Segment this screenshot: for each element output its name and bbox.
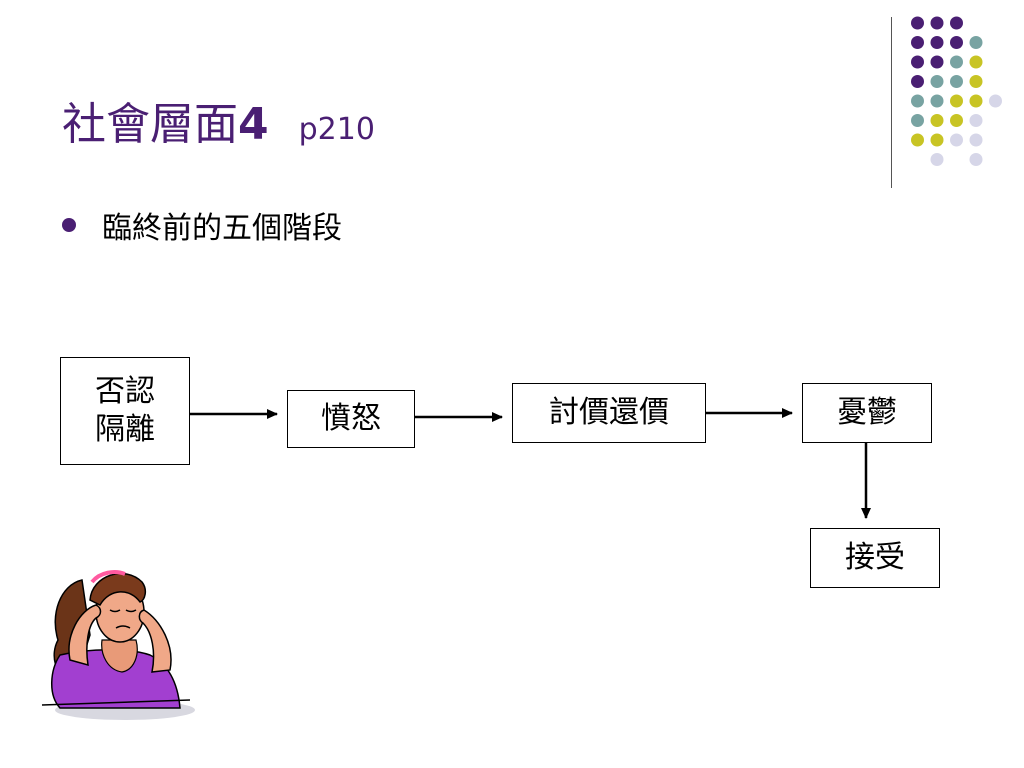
decorative-dot — [950, 75, 963, 88]
decorative-dot — [930, 94, 944, 108]
bullet-text: 臨終前的五個階段 — [102, 211, 342, 246]
decorative-dot — [969, 114, 983, 127]
stage-anger-box: 憤怒 — [287, 390, 415, 448]
stage-denial-line2: 隔離 — [95, 412, 155, 447]
decorative-dot — [911, 16, 924, 30]
stage-depression-label: 憂鬱 — [837, 394, 897, 430]
decorative-dot — [950, 55, 963, 69]
decorative-dot — [950, 133, 963, 147]
decorative-dot — [911, 133, 924, 147]
decorative-dot — [950, 114, 963, 127]
bullet-item: 臨終前的五個階段 — [62, 203, 342, 247]
decorative-dot — [989, 94, 1002, 108]
decorative-dot — [911, 75, 924, 88]
stage-anger-label: 憤怒 — [321, 400, 381, 436]
decorative-dot — [950, 36, 963, 49]
decorative-dot — [911, 94, 924, 108]
title-number: 4 — [238, 99, 269, 150]
decorative-dot — [930, 153, 944, 166]
decorative-dot — [930, 36, 944, 49]
decorative-dot — [930, 16, 944, 30]
decorative-dot — [969, 55, 983, 69]
stage-denial-box: 否認 隔離 — [60, 357, 190, 465]
stage-depression-box: 憂鬱 — [802, 383, 932, 443]
decorative-dot — [930, 55, 944, 69]
stage-acceptance-label: 接受 — [845, 539, 905, 575]
decorative-dot — [969, 153, 983, 166]
decorative-dot — [950, 94, 963, 108]
slide-title: 社會層面4 p210 — [62, 88, 375, 152]
decorative-dot — [969, 36, 983, 49]
decorative-dot — [950, 16, 963, 30]
stressed-woman-icon — [41, 570, 195, 720]
stage-bargaining-label: 討價還價 — [549, 394, 669, 430]
stage-bargaining-box: 討價還價 — [512, 383, 706, 443]
stage-acceptance-box: 接受 — [810, 528, 940, 588]
bullet-icon — [62, 218, 76, 232]
decorative-dot — [969, 75, 983, 88]
decorative-dot — [911, 36, 924, 49]
page-reference: p210 — [298, 112, 375, 147]
decorative-dot — [930, 75, 944, 88]
decorative-dot — [911, 55, 924, 69]
decorative-dot — [969, 133, 983, 147]
title-text: 社會層面 — [62, 99, 238, 150]
decorative-dot — [911, 114, 924, 127]
divider-line — [891, 17, 892, 188]
decorative-dot — [969, 94, 983, 108]
decorative-dot — [930, 133, 944, 147]
decorative-dot — [930, 114, 944, 127]
stage-denial-line1: 否認 — [95, 373, 155, 409]
